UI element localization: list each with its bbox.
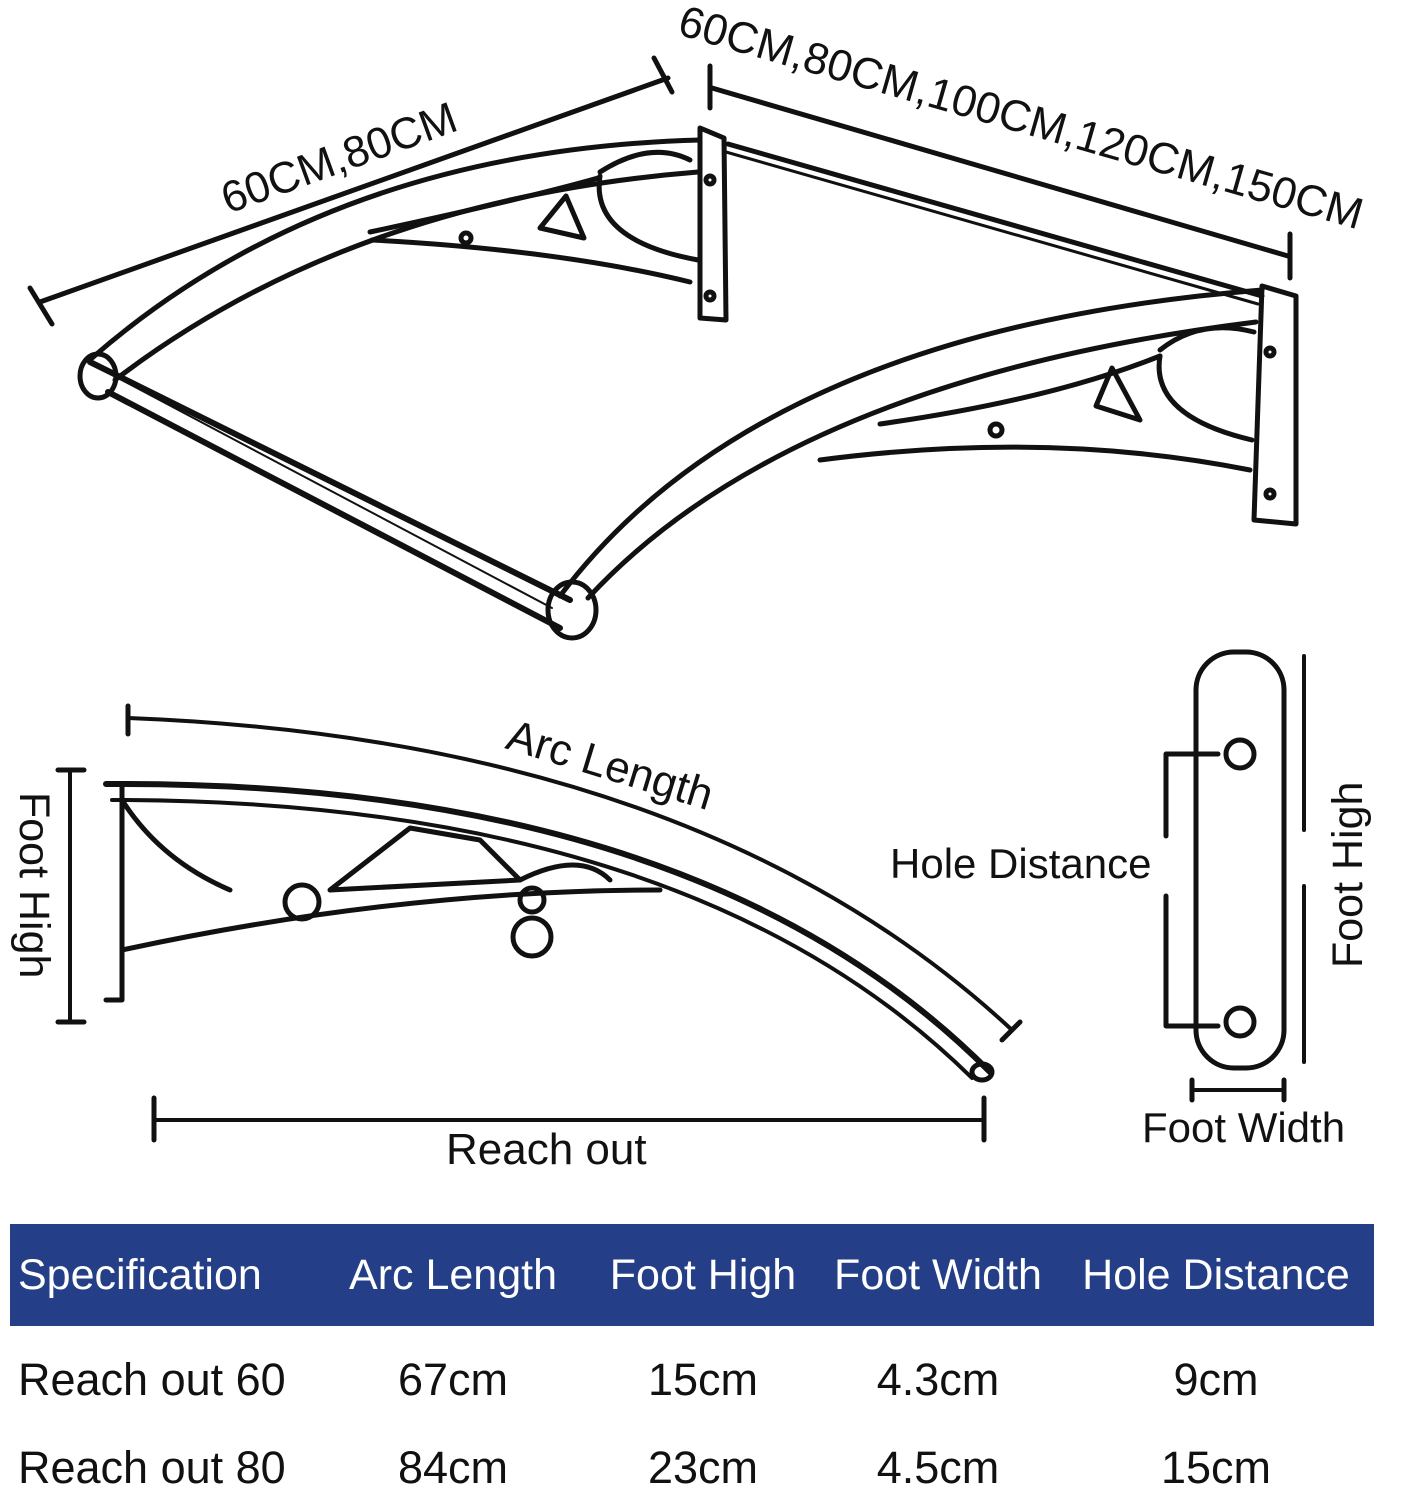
cell-hole-distance: 9cm	[1173, 1354, 1259, 1405]
arc-length-dimension	[126, 716, 1014, 1032]
table-row: Reach out 80 84cm 23cm 4.5cm 15cm	[10, 1424, 1374, 1512]
table-header: Specification Arc Length Foot High Foot …	[10, 1224, 1374, 1326]
header-foot-high: Foot High	[609, 1250, 797, 1299]
cell-specification: Reach out 60	[18, 1354, 286, 1405]
cell-foot-high: 23cm	[647, 1442, 759, 1493]
width-dimension-line	[709, 85, 1291, 259]
header-foot-width: Foot Width	[834, 1250, 1042, 1299]
depth-dimension-line	[37, 75, 671, 305]
cell-hole-distance: 15cm	[1160, 1442, 1272, 1493]
cell-foot-high: 15cm	[647, 1354, 759, 1405]
header-arc-length: Arc Length	[349, 1250, 557, 1299]
header-hole-distance: Hole Distance	[1082, 1250, 1350, 1299]
canopy-depth-label: 60CM,80CM	[215, 93, 464, 224]
reach-out-label: Reach out	[446, 1125, 647, 1174]
arc-length-label: Arc Length	[501, 711, 719, 820]
cell-specification: Reach out 80	[18, 1442, 286, 1493]
hole-distance-label: Hole Distance	[890, 840, 1151, 887]
foot-plate-drawing	[1163, 649, 1306, 1103]
specification-table: Specification Arc Length Foot High Foot …	[10, 1224, 1374, 1512]
canopy-width-label: 60CM,80CM,100CM,120CM,150CM	[673, 0, 1368, 239]
side-view-drawing	[55, 703, 1023, 1143]
awning-diagram: 60CM,80CM 60CM,80CM,100CM,120CM,150CM Ar…	[10, 0, 1372, 1174]
foot-plate	[1193, 649, 1287, 1071]
foot-width-label: Foot Width	[1142, 1104, 1345, 1151]
cell-foot-width: 4.5cm	[876, 1442, 1000, 1493]
table-row: Reach out 60 67cm 15cm 4.3cm 9cm	[10, 1336, 1374, 1424]
canopy-drawing	[27, 55, 1299, 641]
cell-arc-length: 84cm	[397, 1442, 509, 1493]
cell-foot-width: 4.3cm	[876, 1354, 1000, 1405]
plate-foot-high-label: Foot High	[1324, 782, 1372, 968]
cell-arc-length: 67cm	[397, 1354, 509, 1405]
header-specification: Specification	[18, 1250, 262, 1299]
side-foot-high-label: Foot High	[10, 792, 58, 978]
